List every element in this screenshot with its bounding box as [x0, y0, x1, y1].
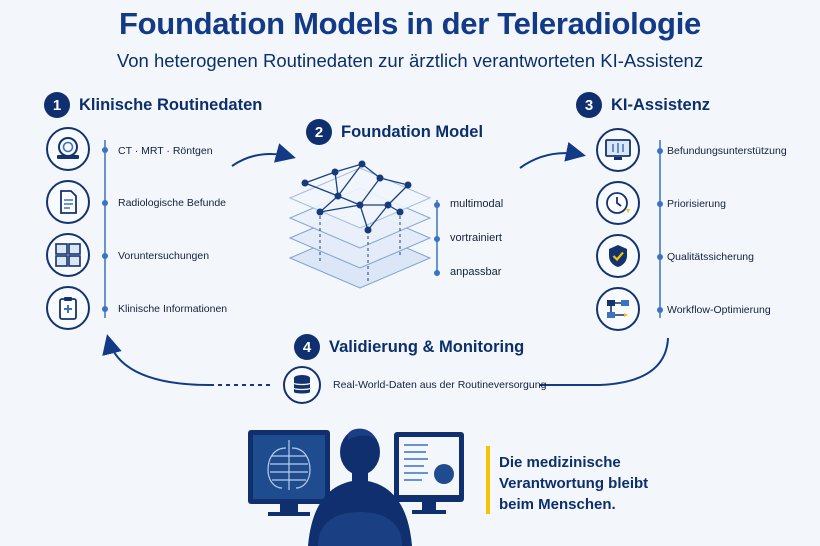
section3-dot [657, 201, 663, 207]
section1-dot [102, 200, 108, 206]
tagline-line: Verantwortung bleibt [499, 475, 649, 492]
arrow-2-to-3 [519, 141, 586, 169]
section2-dot [434, 236, 440, 242]
section3-item-label: Qualitätssicherung [667, 251, 754, 263]
section4-header: 4 Validierung & Monitoring [294, 334, 524, 360]
page-subtitle: Von heterogenen Routinedaten zur ärztlic… [116, 50, 704, 71]
section1-item-klinische-informationen [46, 286, 90, 330]
section3-number-badge: 3 [576, 92, 602, 118]
database-label: Real-World-Daten aus der Routineversorgu… [333, 379, 547, 391]
section2-dot [434, 270, 440, 276]
section1-header: 1 Klinische Routinedaten [44, 92, 262, 118]
tagline-line: beim Menschen. [499, 496, 616, 513]
section1-title: Klinische Routinedaten [79, 95, 263, 114]
section4-number-badge: 4 [294, 334, 320, 360]
radiologist-illustration [248, 428, 464, 546]
xray-monitor-icon [596, 128, 640, 172]
section1-item-label: Voruntersuchungen [118, 250, 210, 262]
section3-dot [657, 307, 663, 313]
section2-property-label: anpassbar [450, 266, 502, 278]
section2-property-label: vortrainiert [450, 232, 502, 244]
section3-dot [657, 254, 663, 260]
feedback-curve-right [540, 337, 669, 386]
section1-item-label: Klinische Informationen [118, 303, 228, 315]
prior-images-icon [46, 233, 90, 277]
arrow-1-to-2 [231, 143, 296, 167]
section3-item-priorisierung [596, 181, 640, 225]
section2-title: Foundation Model [341, 122, 484, 141]
section3-item-qualitaet [596, 234, 640, 278]
section1-dot [102, 253, 108, 259]
workflow-icon [596, 287, 640, 331]
section2-number-badge: 2 [306, 119, 332, 145]
section1-dot [102, 147, 108, 153]
tagline-accent-bar [486, 446, 490, 514]
section2-property-label: multimodal [450, 198, 504, 210]
section2-dot [434, 202, 440, 208]
database-icon [283, 366, 321, 404]
shield-check-icon [596, 234, 640, 278]
section2-header: 2 Foundation Model [306, 119, 483, 145]
section1-item-label: Radiologische Befunde [118, 197, 226, 209]
ct-scanner-icon [46, 127, 90, 171]
responsibility-tagline: Die medizinische Verantwortung bleibt be… [499, 452, 648, 515]
clock-icon [596, 181, 640, 225]
section3-title: KI-Assistenz [611, 95, 711, 114]
database [283, 366, 321, 404]
foundation-model-graphic [288, 160, 432, 289]
section3-item-befundung [596, 128, 640, 172]
document-icon [46, 180, 90, 224]
section3-item-workflow [596, 287, 640, 331]
section1-number-badge: 1 [44, 92, 70, 118]
section1-item-label: CT · MRT · Röntgen [118, 145, 213, 157]
section3-item-label: Priorisierung [667, 198, 726, 210]
section1-item-ct-mrt-roentgen [46, 127, 90, 171]
section3-dot [657, 148, 663, 154]
section1-item-befunde [46, 180, 90, 224]
section3-header: 3 KI-Assistenz [576, 92, 710, 118]
section4-title: Validierung & Monitoring [329, 337, 525, 356]
clipboard-icon [46, 286, 90, 330]
feedback-curve-left [102, 334, 211, 386]
section3-item-label: Befundungsunterstützung [667, 145, 787, 157]
page-title: Foundation Models in der Teleradiologie [119, 6, 701, 41]
section1-dot [102, 306, 108, 312]
section3-item-label: Workflow-Optimierung [667, 304, 771, 316]
tagline-line: Die medizinische [499, 454, 621, 471]
section1-item-voruntersuchungen [46, 233, 90, 277]
